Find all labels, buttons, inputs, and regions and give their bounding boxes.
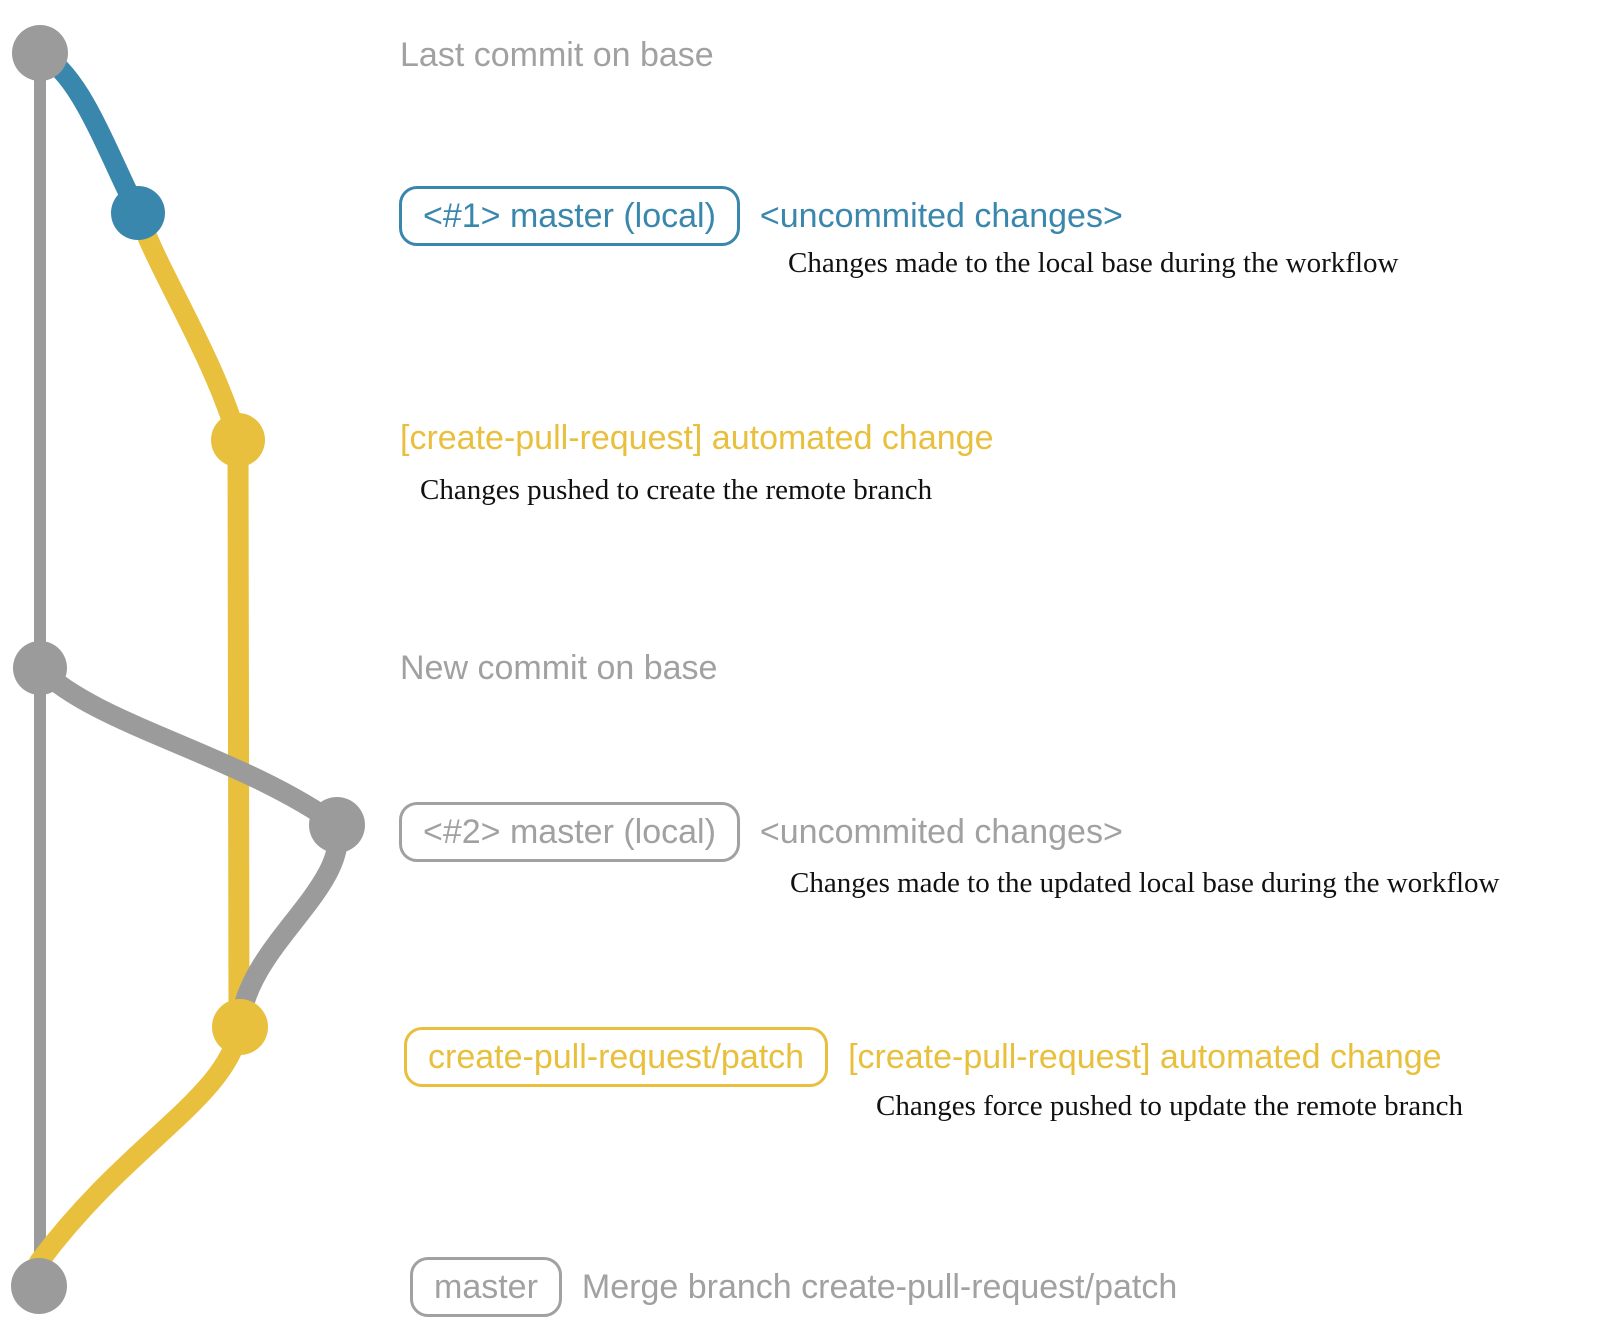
- commit-dot-last-commit-on-base: [12, 25, 68, 81]
- master-branch-badge: master: [410, 1257, 562, 1317]
- local-2-branch-badge: <#2> master (local): [399, 802, 740, 862]
- local-1-branch-badge: <#1> master (local): [399, 186, 740, 246]
- new-commit-on-base-label: New commit on base: [400, 649, 718, 687]
- local-master-2-force-push-curve: [230, 815, 349, 1037]
- local-master-2-branch-curve: [30, 658, 347, 835]
- automated-change-1-description: Changes pushed to create the remote bran…: [420, 474, 933, 506]
- patch-branch-merge-curve: [29, 1017, 250, 1272]
- commit-dot-automated-change-1: [211, 413, 265, 467]
- local-1-description: Changes made to the local base during th…: [788, 247, 1399, 279]
- automated-change-2-label: [create-pull-request] automated change: [848, 1038, 1442, 1076]
- patch-branch-curve-top: [128, 203, 248, 450]
- commit-graph: [11, 25, 365, 1314]
- commit-dot-automated-change-2: [212, 999, 268, 1055]
- commit-dot-new-commit-on-base: [13, 641, 67, 695]
- local-1-row: <#1> master (local) <uncommited changes>: [399, 186, 1123, 246]
- merge-row: master Merge branch create-pull-request/…: [410, 1257, 1177, 1317]
- local-2-uncommited-label: <uncommited changes>: [759, 813, 1123, 851]
- local-master-1-branch-curve: [30, 43, 148, 223]
- patch-branch-badge: create-pull-request/patch: [404, 1027, 829, 1087]
- commit-dot-local-1-uncommited: [111, 186, 165, 240]
- merge-commit-label: Merge branch create-pull-request/patch: [581, 1268, 1178, 1306]
- last-commit-on-base-label: Last commit on base: [400, 36, 714, 74]
- commit-dot-merge-commit: [11, 1258, 67, 1314]
- patch-branch-row: create-pull-request/patch [create-pull-r…: [404, 1027, 1442, 1087]
- local-2-description: Changes made to the updated local base d…: [790, 867, 1500, 899]
- local-2-row: <#2> master (local) <uncommited changes>: [399, 802, 1123, 862]
- patch-branch-line: [227, 429, 250, 1038]
- automated-change-1-label: [create-pull-request] automated change: [400, 419, 994, 457]
- commit-dot-local-2-uncommited: [309, 797, 365, 853]
- local-1-uncommited-label: <uncommited changes>: [759, 197, 1123, 235]
- automated-change-2-description: Changes force pushed to update the remot…: [876, 1090, 1464, 1122]
